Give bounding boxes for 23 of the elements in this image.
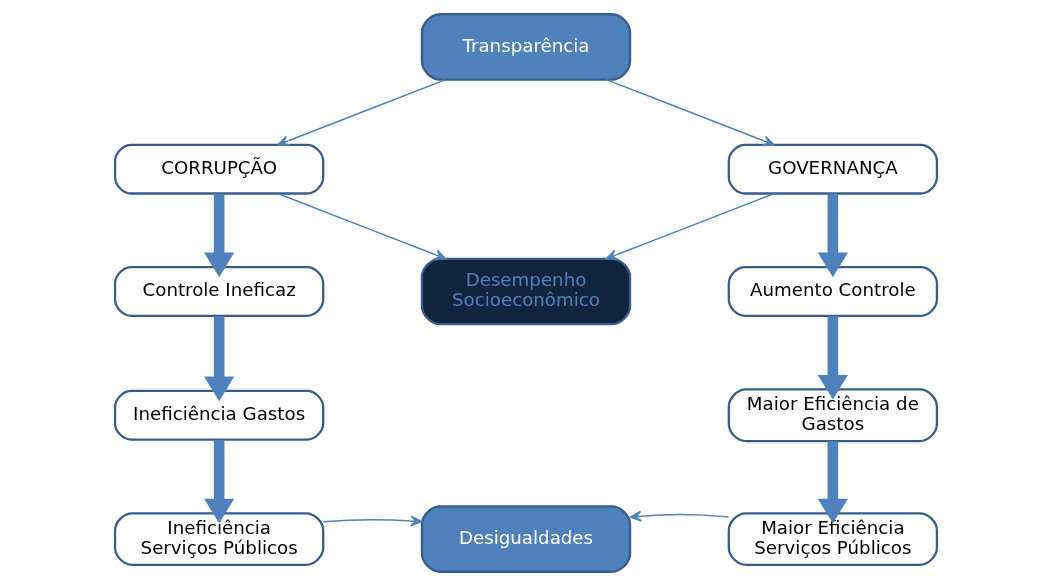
arrow: [204, 440, 235, 524]
arrow: [277, 78, 447, 147]
arrow: [204, 316, 235, 402]
node-box: Controle Ineficaz: [113, 266, 325, 317]
node-box: Transparência: [420, 13, 632, 81]
node-box: GOVERNANÇA: [727, 143, 939, 195]
node-box: Ineficiência Serviços Públicos: [113, 512, 325, 567]
arrow: [605, 192, 775, 261]
arrow: [629, 510, 730, 522]
arrow: [277, 192, 447, 261]
node-box: Maior Eficiência de Gastos: [727, 388, 939, 443]
node-box: Maior Eficiência Serviços Públicos: [727, 512, 939, 567]
node-box: CORRUPÇÃO: [113, 143, 325, 195]
arrow: [817, 441, 848, 524]
node-box: Aumento Controle: [727, 266, 939, 317]
arrow: [322, 515, 423, 527]
node-box: Ineficiência Gastos: [113, 389, 325, 441]
arrow: [817, 316, 848, 400]
arrow: [204, 193, 235, 278]
node-box: Desempenho Socioeconômico: [420, 257, 632, 326]
arrow: [817, 193, 848, 278]
node-box: Desigualdades: [420, 505, 632, 573]
arrow: [605, 78, 775, 147]
